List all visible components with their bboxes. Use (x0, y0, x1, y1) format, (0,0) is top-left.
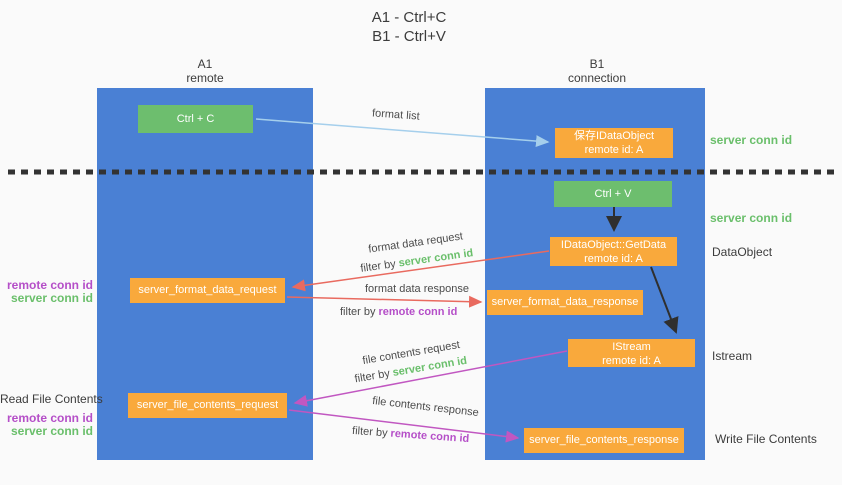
getdata-line2: remote id: A (584, 253, 643, 265)
left-label-remote-conn-id-2: remote conn id (6, 411, 93, 425)
filter-by-text: filter by (351, 424, 388, 440)
box-server-format-data-request: server_format_data_request (130, 278, 285, 303)
lifeline-b1-name: B1 (589, 57, 605, 71)
box-ctrl-v: Ctrl + V (554, 181, 672, 207)
diagram-title: A1 - Ctrl+C B1 - Ctrl+V (299, 8, 519, 46)
box-server-file-contents-request: server_file_contents_request (128, 393, 287, 418)
right-label-istream: Istream (712, 349, 753, 363)
lifeline-b1-role: connection (567, 71, 627, 85)
arrow-file-contents-response (288, 409, 520, 443)
istream-line1: IStream (612, 341, 651, 353)
arrow-format-data-request (291, 250, 550, 292)
right-label-dataobject: DataObject (712, 245, 773, 259)
arrow-format-list (255, 118, 550, 148)
lifeline-header-a1: A1 remote (145, 57, 265, 85)
box-server-file-contents-response: server_file_contents_response (524, 428, 684, 453)
istream-line2: remote id: A (602, 355, 661, 367)
box-istream: IStream remote id: A (568, 339, 695, 367)
arrow-file-contents-request (293, 350, 568, 407)
box-idataobject-getdata: IDataObject::GetData remote id: A (550, 237, 677, 266)
lifeline-header-b1: B1 connection (537, 57, 657, 85)
save-idataobject-line1: 保存IDataObject (573, 130, 655, 142)
remote-conn-id-text: remote conn id (378, 306, 458, 318)
left-label-read-file-contents: Read File Contents (0, 392, 103, 406)
right-label-server-conn-id-mid: server conn id (710, 211, 793, 225)
right-label-server-conn-id-top: server conn id (710, 133, 793, 147)
title-line-1: A1 - Ctrl+C (371, 9, 447, 26)
arrow-getdata-istream (650, 266, 679, 334)
title-line-2: B1 - Ctrl+V (372, 28, 446, 45)
box-server-format-data-response: server_format_data_response (487, 290, 643, 315)
left-label-server-conn-id-1: server conn id (10, 291, 93, 305)
lifeline-a1-name: A1 (197, 57, 213, 71)
getdata-line1: IDataObject::GetData (560, 239, 667, 251)
left-label-server-conn-id-2: server conn id (10, 424, 93, 438)
right-label-write-file-contents: Write File Contents (715, 432, 817, 446)
box-ctrl-c: Ctrl + C (138, 105, 253, 133)
left-label-remote-conn-id-1: remote conn id (6, 278, 93, 292)
lifeline-a1-role: remote (186, 71, 224, 85)
box-save-idataobject: 保存IDataObject remote id: A (555, 128, 673, 158)
label-format-data-response: format data response (365, 283, 469, 295)
arrow-format-data-response (286, 295, 483, 308)
save-idataobject-line2: remote id: A (584, 144, 644, 156)
filter-by-text: filter by (340, 306, 376, 318)
